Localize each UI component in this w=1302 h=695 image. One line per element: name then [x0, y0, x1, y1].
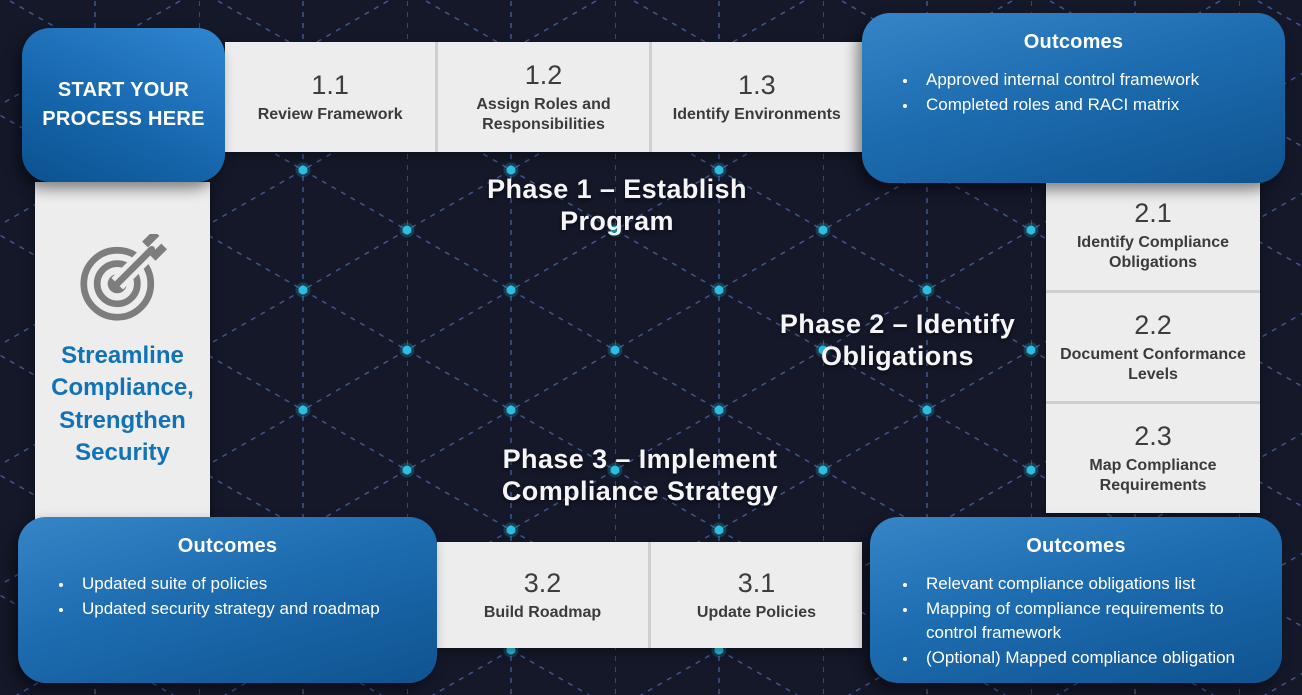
outcome-item: Updated suite of policies [74, 572, 419, 596]
step-label: Assign Roles and Responsibilities [476, 95, 611, 133]
phase3-step-row: 3.2 Build Roadmap 3.1 Update Policies [437, 542, 862, 648]
mission-statement: Streamline Compliance, Strengthen Securi… [51, 342, 194, 467]
phase1-step-row: 1.1 Review Framework 1.2 Assign Roles an… [225, 42, 862, 152]
outcomes-list: Approved internal control framework Comp… [880, 68, 1267, 117]
outcome-item: Relevant compliance obligations list [918, 572, 1264, 596]
outcomes-box-phase2: Outcomes Relevant compliance obligations… [870, 517, 1282, 683]
step-label: Build Roadmap [483, 603, 602, 621]
step-box-3-2: 3.2 Build Roadmap [437, 542, 648, 648]
outcomes-list: Relevant compliance obligations list Map… [888, 572, 1264, 671]
step-number: 2.1 [1134, 197, 1172, 228]
phase3-title-line2: Compliance Strategy [501, 475, 779, 506]
phase2-title-line1: Phase 2 – Identify [779, 309, 1016, 339]
phase2-title: Phase 2 – Identify Obligations [700, 309, 1095, 373]
outcomes-title: Outcomes [177, 535, 278, 557]
step-label: Map Compliance Requirements [1089, 457, 1217, 495]
step-label: Review Framework [257, 105, 403, 123]
outcomes-title: Outcomes [1026, 535, 1126, 557]
outcome-item: Approved internal control framework [918, 68, 1267, 92]
outcome-item: Completed roles and RACI matrix [918, 93, 1267, 117]
phase2-title-line2: Obligations [821, 340, 974, 371]
outcome-item: Mapping of compliance requirements to co… [918, 597, 1264, 645]
step-label: Document Conformance Levels [1060, 345, 1246, 383]
step-label: Identify Environments [672, 105, 841, 123]
outcome-item: Updated security strategy and roadmap [74, 597, 419, 621]
mission-panel: Streamline Compliance, Strengthen Securi… [35, 182, 210, 532]
outcomes-box-phase3: Outcomes Updated suite of policies Updat… [18, 517, 437, 683]
step-number: 1.1 [311, 69, 349, 100]
step-box-1-2: 1.2 Assign Roles and Responsibilities [438, 42, 649, 152]
outcomes-box-phase1: Outcomes Approved internal control frame… [862, 13, 1285, 183]
step-label: Identify Compliance Obligations [1076, 233, 1230, 271]
step-number: 3.1 [737, 567, 776, 598]
step-number: 1.3 [738, 69, 776, 100]
step-number: 2.2 [1134, 309, 1172, 340]
phase1-title-line2: Program [560, 205, 674, 236]
phase1-title-line1: Phase 1 – Establish [487, 174, 747, 204]
step-box-1-3: 1.3 Identify Environments [651, 42, 862, 152]
step-box-2-3: 2.3 Map Compliance Requirements [1046, 404, 1260, 514]
step-number: 2.3 [1134, 421, 1172, 452]
phase3-title-line1: Phase 3 – Implement [502, 444, 778, 474]
target-icon [79, 234, 167, 321]
step-number: 3.2 [523, 567, 562, 598]
step-box-1-1: 1.1 Review Framework [225, 42, 436, 152]
step-label: Update Policies [696, 603, 817, 621]
outcomes-title: Outcomes [1023, 31, 1124, 53]
phase1-title: Phase 1 – Establish Program [420, 174, 814, 238]
phase2-step-column: 2.1 Identify Compliance Obligations 2.2 … [1046, 181, 1260, 514]
step-number: 1.2 [524, 59, 563, 90]
step-box-3-1: 3.1 Update Policies [651, 542, 862, 648]
phase3-title: Phase 3 – Implement Compliance Strategy [440, 444, 840, 508]
step-box-2-2: 2.2 Document Conformance Levels [1046, 292, 1260, 402]
step-box-2-1: 2.1 Identify Compliance Obligations [1046, 181, 1260, 290]
start-here-badge: START YOUR PROCESS HERE [22, 28, 225, 182]
outcome-item: (Optional) Mapped compliance obligation [918, 646, 1264, 670]
outcomes-list: Updated suite of policies Updated securi… [36, 572, 419, 621]
